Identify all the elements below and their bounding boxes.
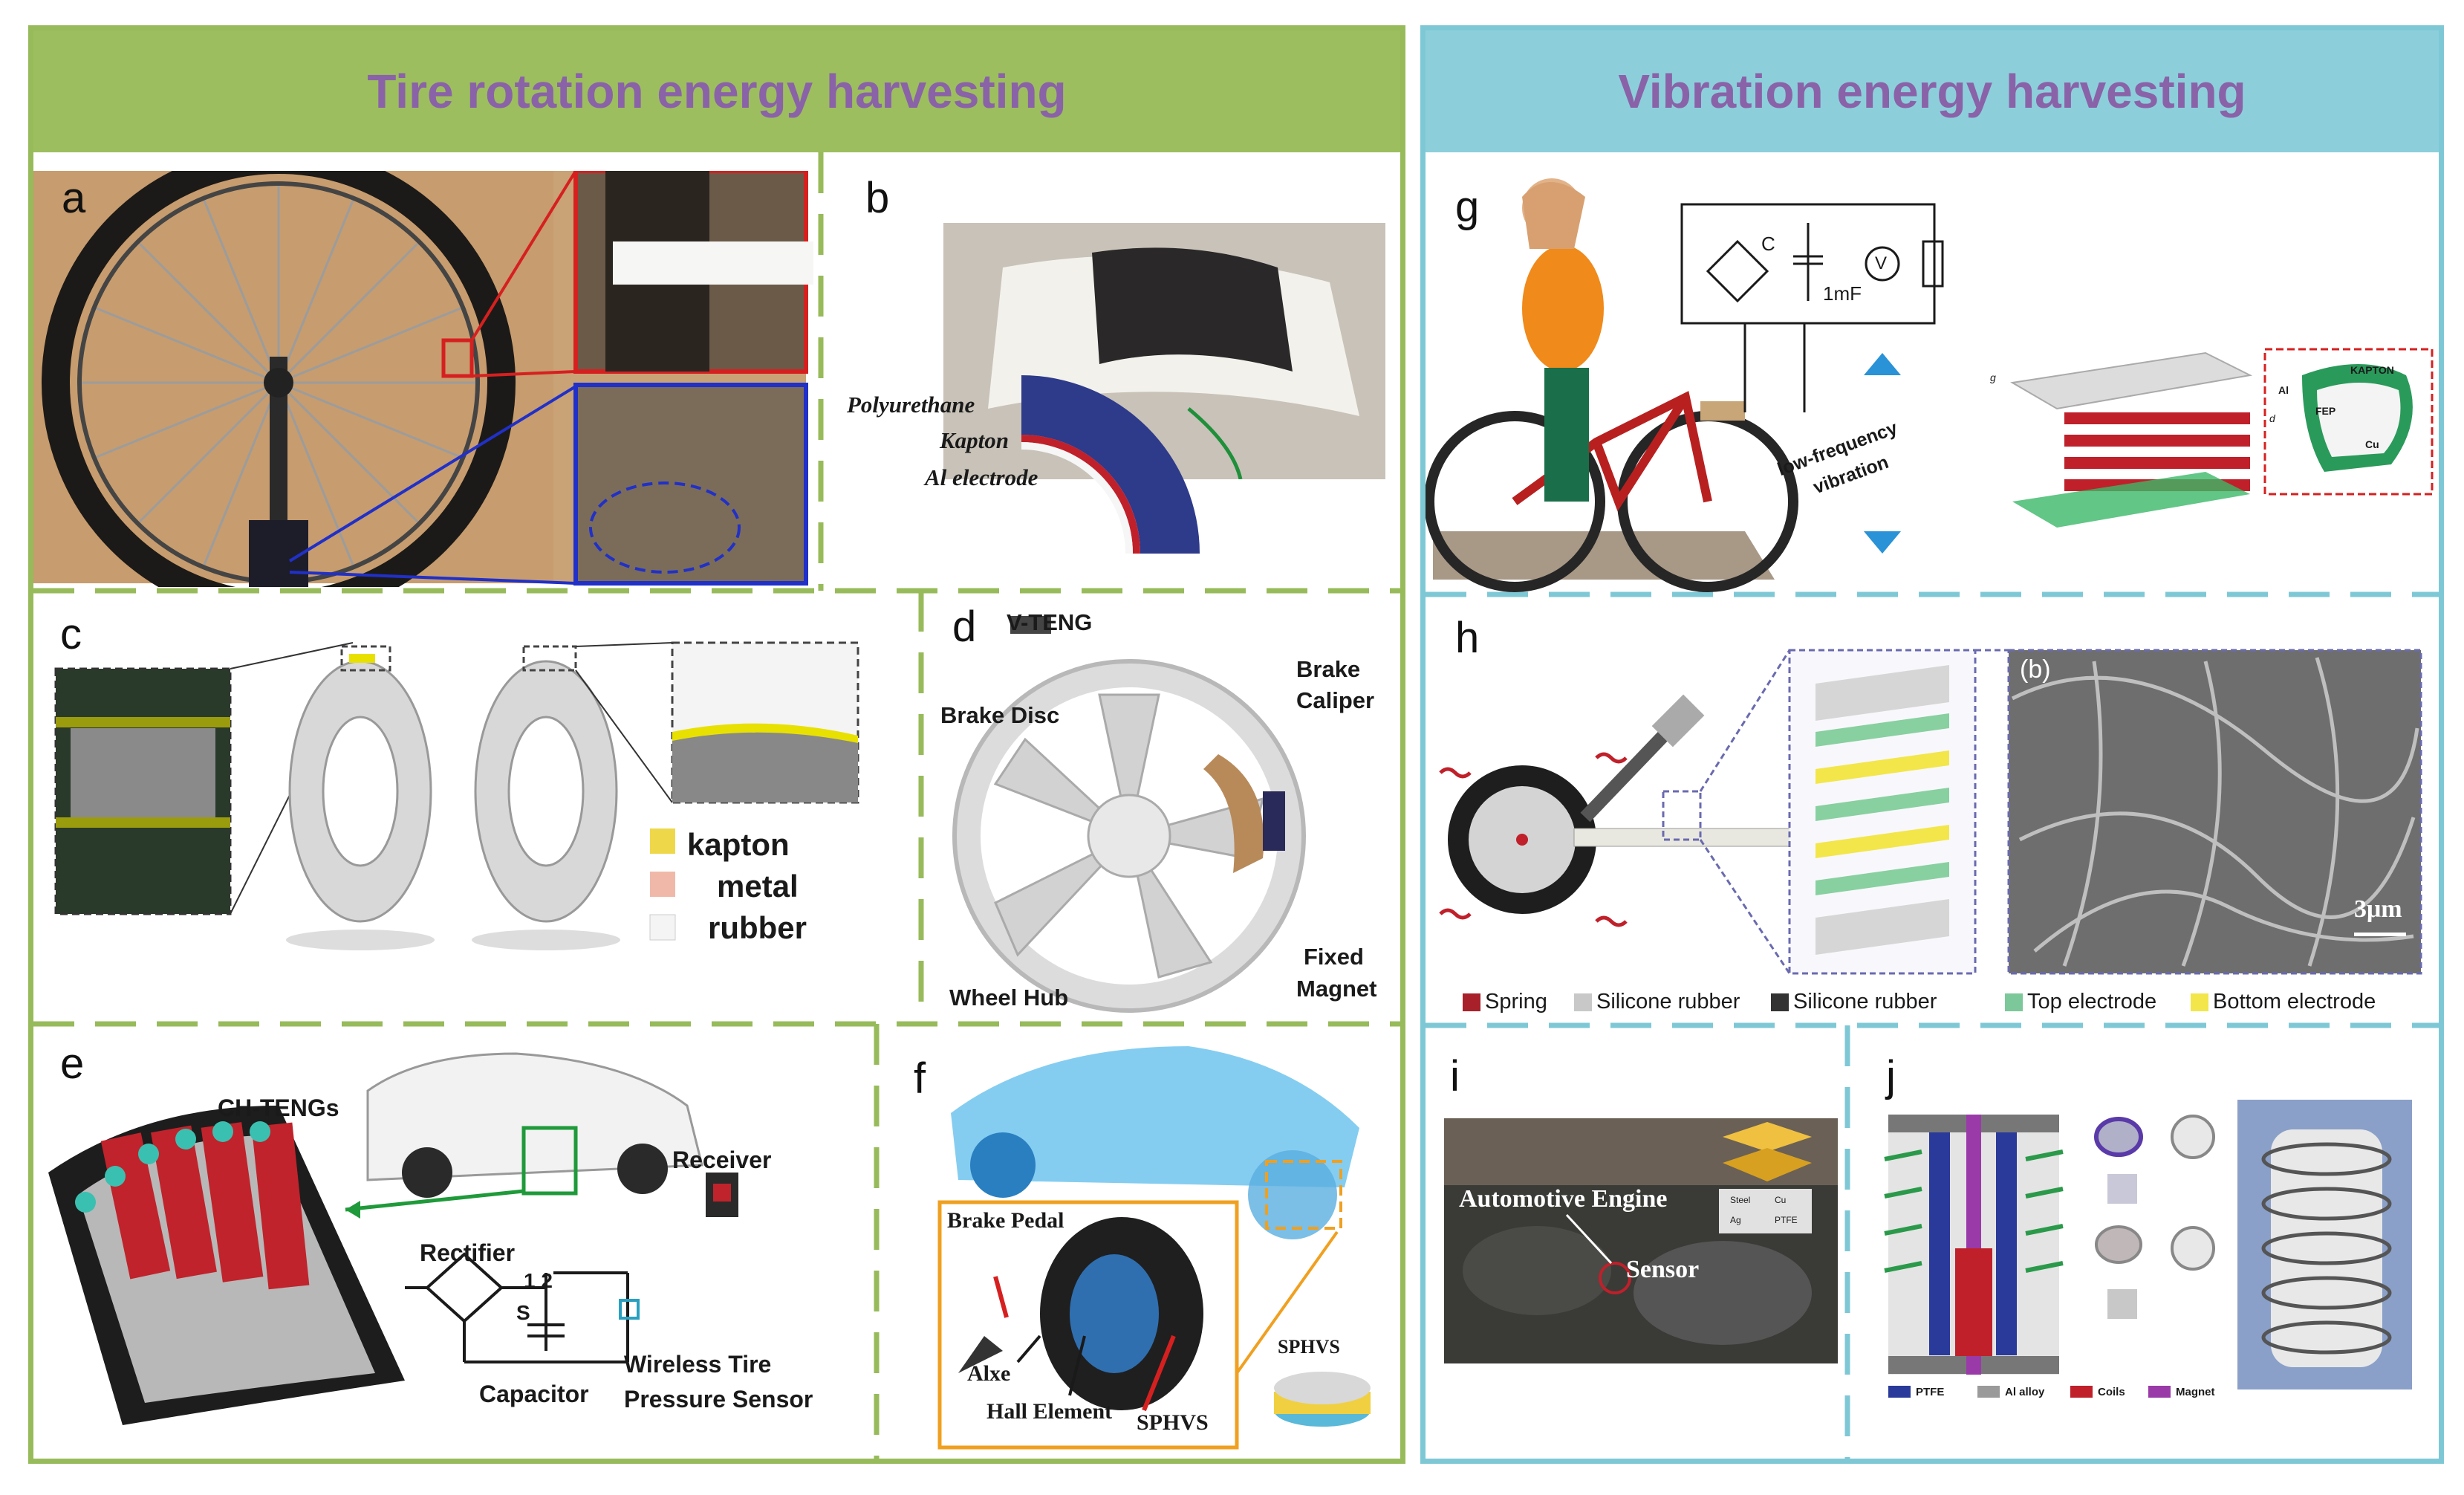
- sphvs-device-label: SPHVS: [1278, 1336, 1340, 1358]
- kapton-layer-label: KAPTON: [2350, 364, 2394, 376]
- ch-teng-tire-diagram: [48, 1052, 738, 1425]
- wheel-hub-label: Wheel Hub: [949, 985, 1069, 1011]
- rectifier-c-label: C: [1761, 233, 1775, 255]
- fixed-label: Fixed: [1304, 944, 1364, 970]
- legend-ptfe: PTFE: [1916, 1386, 1945, 1398]
- electromagnetic-teng-diagram: [1884, 1100, 2412, 1398]
- legend-coils: Coils: [2098, 1386, 2125, 1398]
- magnet-label: Magnet: [1296, 976, 1377, 1002]
- vibration-section-title: Vibration energy harvesting: [1426, 30, 2439, 152]
- wireless-tire-label: Wireless Tire: [624, 1351, 772, 1378]
- bicycle-wheel-photo: [33, 171, 813, 587]
- panel-h-label: h: [1455, 614, 1480, 662]
- legend-silicone-rubber-light: Silicone rubber: [1574, 990, 1740, 1014]
- legend-bottom-electrode: Bottom electrode: [2191, 990, 2376, 1014]
- receiver-label: Receiver: [672, 1147, 772, 1173]
- panel-a: a: [33, 152, 821, 591]
- panel-e: e CH-TENGs Rectifie: [33, 1024, 877, 1459]
- panel-e-label: e: [60, 1040, 85, 1088]
- legend-rubber: rubber: [708, 910, 807, 945]
- tire-teng-diagram: [54, 641, 859, 950]
- switch-12-label: 1 2: [524, 1269, 553, 1292]
- bicycle-rider-diagram: [1426, 178, 2434, 592]
- brake-label: Brake: [1296, 656, 1361, 682]
- caliper-label: Caliper: [1296, 687, 1375, 713]
- material-ptfe: PTFE: [1775, 1215, 1798, 1225]
- wheel-hub-diagram: [952, 616, 1306, 1013]
- panel-g: g: [1426, 152, 2439, 594]
- al-electrode-label: Al electrode: [925, 464, 1038, 490]
- hall-element-label: Hall Element: [986, 1399, 1113, 1424]
- panel-a-label: a: [62, 174, 86, 222]
- brake-disc-label: Brake Disc: [940, 702, 1060, 728]
- legend-al-alloy: Al alloy: [2005, 1386, 2045, 1398]
- al-layer-label: Al: [2278, 384, 2289, 396]
- panel-f-label: f: [914, 1054, 926, 1103]
- panel-b-label: b: [865, 174, 890, 222]
- panel-g-label: g: [1455, 183, 1480, 231]
- tire-cross-section: [1021, 375, 1200, 554]
- legend-top-electrode: Top electrode: [2005, 990, 2156, 1014]
- cu-layer-label: Cu: [2365, 438, 2379, 450]
- automotive-engine-label: Automotive Engine: [1459, 1185, 1668, 1213]
- panel-h: h: [1426, 594, 2439, 1025]
- legend-spring: Spring: [1463, 990, 1547, 1014]
- sphvs-car-diagram: [937, 1046, 1371, 1450]
- panel-i-label: i: [1450, 1052, 1460, 1100]
- tire-section: [28, 25, 1405, 1464]
- brake-pedal-label: Brake Pedal: [947, 1208, 1064, 1233]
- panel-j: j PTFE Al alloy Coils: [1847, 1025, 2439, 1459]
- legend-magnet: Magnet: [2176, 1386, 2215, 1398]
- voltmeter-v-label: V: [1875, 253, 1888, 273]
- polyurethane-label: Polyurethane: [847, 392, 975, 418]
- panel-c-label: c: [60, 610, 82, 658]
- tire-section-title: Tire rotation energy harvesting: [33, 30, 1400, 152]
- alxe-label: Alxe: [967, 1361, 1011, 1386]
- gap-d-label: d: [2269, 412, 2275, 424]
- fep-layer-label: FEP: [2315, 405, 2336, 417]
- engine-photo: [1444, 1118, 1838, 1363]
- gap-g-label: g: [1990, 372, 1996, 383]
- material-steel: Steel: [1730, 1195, 1751, 1205]
- panel-d-label: d: [952, 603, 977, 651]
- legend-silicone-rubber-dark: Silicone rubber: [1771, 990, 1937, 1014]
- sem-label: (b): [2020, 655, 2051, 684]
- material-cu: Cu: [1775, 1195, 1787, 1205]
- legend-kapton: kapton: [687, 827, 790, 862]
- rectifier-label: Rectifier: [420, 1239, 516, 1266]
- kapton-label: Kapton: [940, 427, 1010, 453]
- panel-i: i Automotive Engine Sensor Steel Cu Ag P…: [1426, 1025, 1847, 1459]
- material-ag: Ag: [1730, 1215, 1741, 1225]
- panel-c: c kapton metal rubber: [33, 591, 921, 1024]
- suspension-teng-diagram: [1439, 649, 2422, 975]
- panel-b: b Polyurethane Kapton Al electrode: [821, 152, 1400, 591]
- ch-tengs-label: CH-TENGs: [218, 1095, 339, 1121]
- panel-d: d V-TENG Brake Disc Brake Caliper Wheel …: [921, 591, 1400, 1024]
- vibration-section: [1420, 25, 2444, 1464]
- legend-metal: metal: [717, 869, 799, 904]
- scale-bar-label: 3μm: [2354, 895, 2402, 923]
- panel-f: f Brake Pedal Alxe Hall Element SPHVS SP…: [877, 1024, 1400, 1459]
- capacitor-1mf-label: 1mF: [1823, 282, 1862, 305]
- capacitor-label: Capacitor: [479, 1381, 589, 1407]
- v-teng-label: V-TENG: [1007, 609, 1093, 635]
- switch-s-label: S: [516, 1301, 530, 1324]
- sphvs-label: SPHVS: [1137, 1410, 1209, 1435]
- sensor-label: Sensor: [1626, 1256, 1700, 1283]
- pressure-sensor-label: Pressure Sensor: [624, 1386, 813, 1413]
- tire-prototype-photo: [943, 223, 1385, 479]
- panel-j-label: j: [1886, 1052, 1896, 1100]
